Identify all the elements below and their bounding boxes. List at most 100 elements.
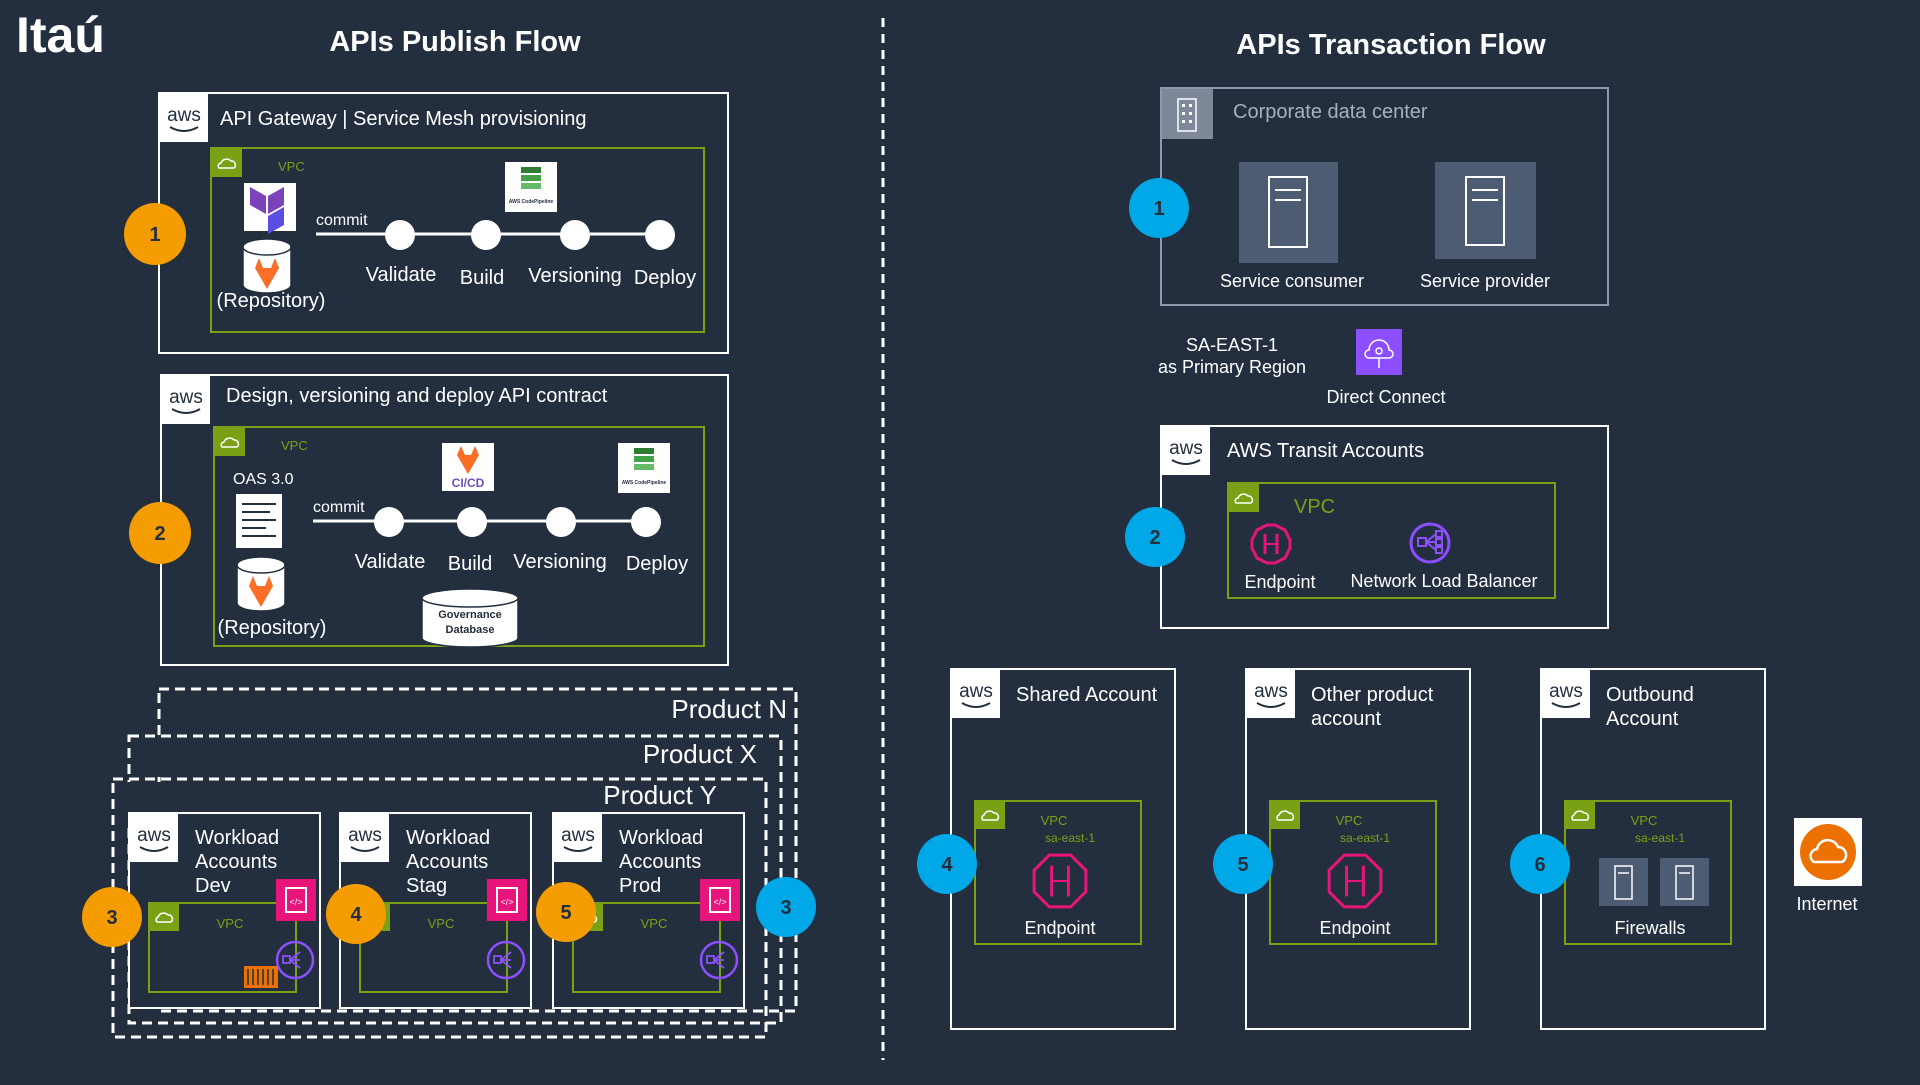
step-validate: Validate [355, 551, 426, 573]
aws-logo-text: aws [561, 825, 595, 846]
svg-text:CI/CD: CI/CD [452, 476, 485, 490]
cloud-glyph [1276, 810, 1295, 821]
pipeline-node-versioning [546, 507, 576, 537]
aws-smile-icon [563, 846, 593, 852]
step-versioning: Versioning [513, 551, 606, 573]
step-build: Build [460, 267, 504, 289]
firewall-server-icon [1660, 858, 1709, 906]
vpc-label: VPC [1294, 496, 1335, 518]
step-versioning: Versioning [528, 265, 621, 287]
step-badge-1 [124, 203, 186, 265]
aws-logo [130, 814, 178, 862]
svg-text:5: 5 [560, 902, 571, 924]
service-consumer-label: Service consumer [1220, 271, 1364, 291]
step-badge-2 [129, 502, 191, 564]
svg-text:5: 5 [1237, 854, 1248, 876]
svg-text:4: 4 [941, 854, 953, 876]
aws-smile-icon [961, 702, 991, 708]
account-title-line: account [1311, 708, 1381, 730]
vpc-cloud-icon [1228, 483, 1259, 512]
svg-text:3: 3 [780, 897, 791, 919]
step-validate: Validate [366, 264, 437, 286]
direct-connect-label: Direct Connect [1326, 387, 1445, 407]
pipeline-node-deploy [631, 507, 661, 537]
step-badge-6-blue [1510, 834, 1570, 894]
service-provider-label: Service provider [1420, 271, 1550, 291]
gitlab-cicd-icon: CI/CD [442, 443, 494, 491]
vpc-cloud-icon [975, 801, 1005, 829]
vpc-label: VPC [1336, 813, 1363, 828]
publish-title: APIs Publish Flow [329, 26, 581, 58]
vpc-label: VPC [1041, 813, 1068, 828]
vpc-cloud-icon [149, 903, 179, 931]
vpc-label: VPC [1631, 813, 1658, 828]
gitlab-repository-icon [236, 556, 286, 612]
aws-logo [1162, 427, 1210, 475]
product-frame-y [111, 777, 768, 1039]
workload-title-line: Workload [619, 827, 703, 849]
account-component-label: Endpoint [1024, 918, 1095, 938]
service-consumer-server-icon [1239, 162, 1338, 263]
account-title-line: Other product [1311, 684, 1434, 706]
oas-label: OAS 3.0 [233, 471, 294, 488]
svg-text:</>: </> [500, 897, 513, 907]
workload-title-line: Accounts [195, 851, 277, 873]
aws-logo-text: aws [1169, 438, 1203, 459]
aws-logo-text: aws [137, 825, 171, 846]
gitlab-repository-icon [242, 238, 292, 294]
vpc-box [359, 902, 508, 993]
step-badge-5-blue [1213, 834, 1273, 894]
aws-logo [341, 814, 389, 862]
commit-label: commit [313, 499, 365, 516]
account-component-label: Firewalls [1614, 918, 1685, 938]
commit-label: commit [316, 212, 368, 229]
svg-text:3: 3 [106, 907, 117, 929]
aws-logo [1247, 670, 1295, 718]
svg-text:6: 6 [1534, 854, 1545, 876]
network-load-balancer-icon [699, 940, 739, 980]
svg-text:AWS CodePipeline: AWS CodePipeline [509, 199, 554, 205]
nlb-label: Network Load Balancer [1350, 571, 1537, 591]
vpc-label: VPC [281, 438, 308, 453]
codepipeline-icon: AWS CodePipeline [618, 443, 670, 493]
endpoint-label: Endpoint [1244, 572, 1315, 592]
account-title-line: Account [1606, 708, 1679, 730]
aws-smile-icon [1551, 702, 1581, 708]
endpoint-icon [1032, 853, 1088, 909]
step-badge-3 [82, 887, 142, 947]
workload-title-line: Accounts [619, 851, 701, 873]
aws-logo-text: aws [959, 681, 993, 702]
product-x-label: Product X [643, 739, 757, 769]
pipeline-node-build [471, 220, 501, 250]
step-badge-2-blue [1125, 507, 1185, 567]
vpc-cloud-icon [1270, 801, 1300, 829]
transit-title: AWS Transit Accounts [1227, 440, 1424, 462]
service-provider-server-icon [1435, 162, 1536, 259]
product-y-label: Product Y [603, 780, 717, 810]
datacenter-title: Corporate data center [1233, 101, 1428, 123]
step-deploy: Deploy [626, 553, 688, 575]
region-label-line1: SA-EAST-1 [1186, 335, 1278, 355]
aws-smile-icon [139, 846, 169, 852]
corporate-data-center: Corporate data center 1 Service consumer… [1129, 87, 1609, 306]
workload-title-line: Workload [406, 827, 490, 849]
vpc-label: VPC [641, 916, 668, 931]
aws-smile-icon [171, 408, 201, 414]
workload-title-line: Prod [619, 875, 661, 897]
svg-text:</>: </> [289, 897, 302, 907]
pipeline-node-build [457, 507, 487, 537]
region-label: sa-east-1 [1635, 831, 1685, 845]
svg-text:1: 1 [1153, 198, 1164, 220]
svg-text:4: 4 [350, 904, 362, 926]
workload-title-line: Dev [195, 875, 231, 897]
aws-smile-icon [169, 126, 199, 132]
step-badge-1-blue [1129, 178, 1189, 238]
step-badge-4 [326, 884, 386, 944]
network-load-balancer-icon [1409, 522, 1451, 564]
